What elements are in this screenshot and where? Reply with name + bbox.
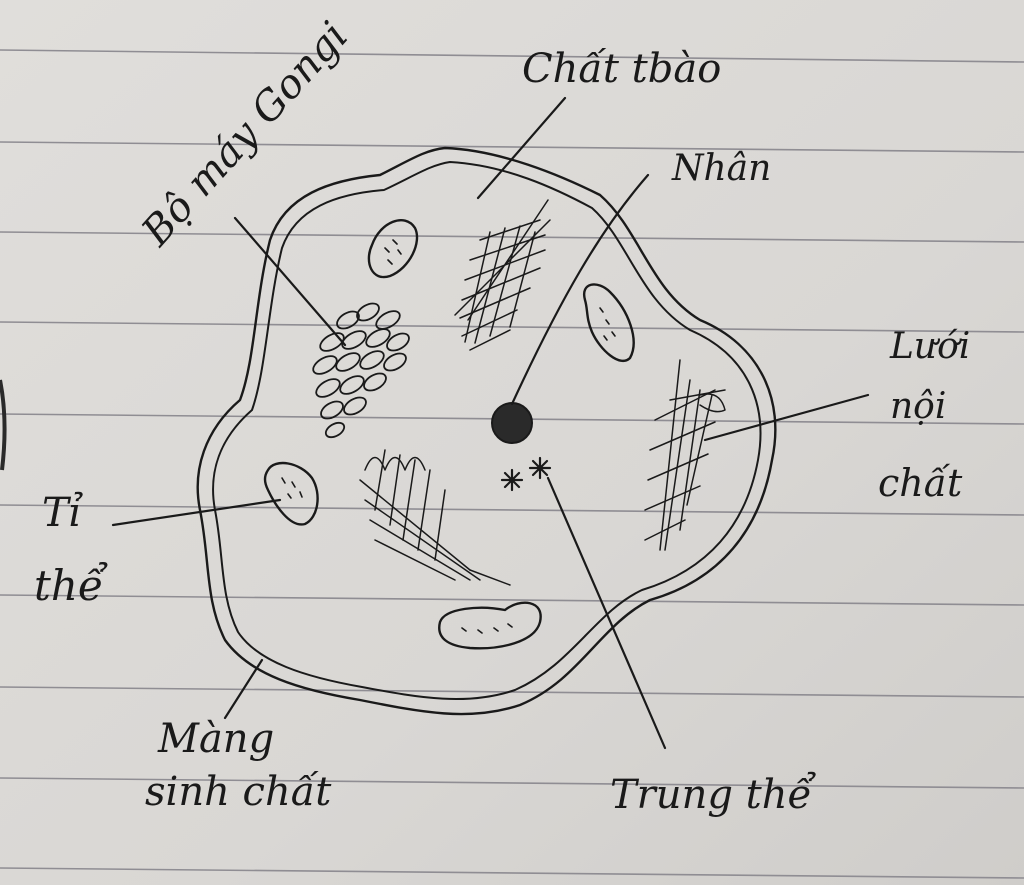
label-luoi-noi-chat-2: nội [890,386,946,427]
mitochondrion-icon [438,601,542,650]
leader-line-ti-the [111,498,282,527]
leader-line-mang-sinh-chat [223,658,264,720]
label-mang-sinh-chat-1: Màng [157,716,274,762]
er-scribble-right [644,359,726,551]
leader-line-trung-the [546,476,667,750]
label-trung-the: Trung thể [610,772,816,818]
ruled-lines [0,49,1024,879]
leader-line-bo-may-gongi [233,216,347,347]
label-ti-the-2: thể [34,561,108,610]
label-mang-sinh-chat-2: sinh chất [145,769,332,815]
cell-membrane-inner [212,161,762,701]
page-edge-mark [0,379,7,471]
label-nhan: Nhân [671,148,771,189]
er-scribble-bottom [359,449,511,586]
mitochondrion-icon [367,218,419,279]
leader-line-luoi-noi-chat [703,393,870,442]
mitochondrion-icon [582,283,635,362]
nucleus-icon [491,402,533,444]
label-chat-te-bao: Chất tbào [522,46,721,92]
label-ti-the-1: Tỉ [42,490,84,536]
label-luoi-noi-chat-1: Lưới [889,326,970,367]
centrosome-icon [500,456,552,492]
golgi-apparatus-icon [312,302,410,439]
cell-membrane-outer [196,146,777,716]
mitochondrion-icon [263,461,319,526]
label-luoi-noi-chat-3: chất [878,461,963,505]
leader-line-nhan [510,173,650,406]
er-scribble-top [454,199,551,351]
leader-line-chat-te-bao [476,96,567,200]
